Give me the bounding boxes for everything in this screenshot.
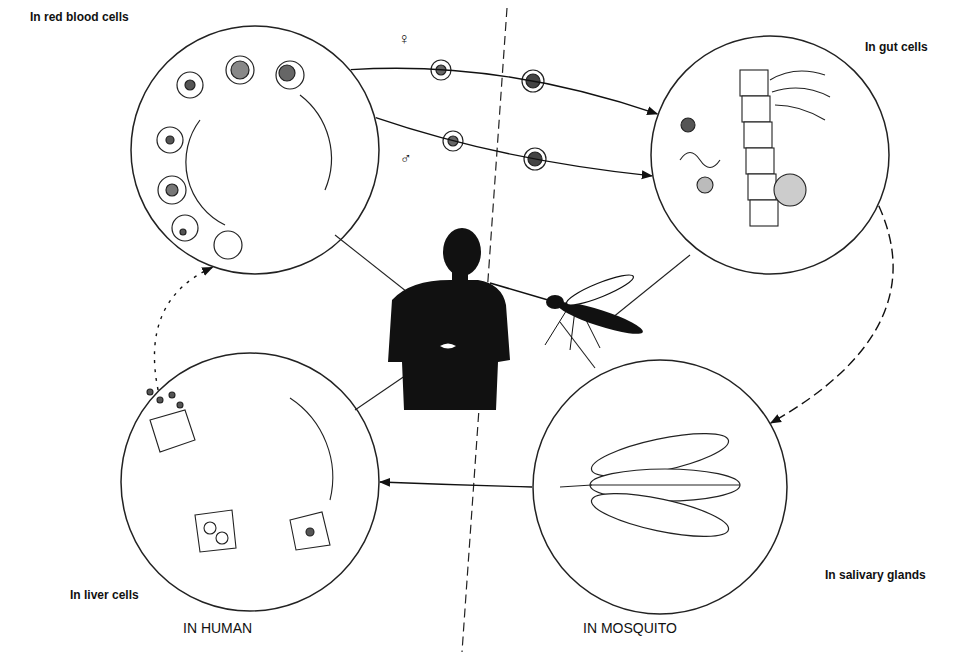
blood-cell-stages	[157, 56, 331, 259]
stage-circle: In gut cells	[650, 35, 890, 275]
stage-circle: In salivary glands	[532, 359, 788, 615]
cycle-arrow	[351, 68, 657, 114]
host-label: IN MOSQUITO	[583, 620, 677, 636]
gametocytes	[431, 60, 546, 170]
liver-cells	[147, 389, 333, 552]
gut-wall	[680, 70, 830, 226]
circle-outline	[120, 352, 380, 612]
host-label: IN HUMAN	[183, 620, 252, 636]
stage-circle: In red blood cells	[130, 25, 380, 275]
leader-lines	[335, 235, 690, 410]
stage-circle: In liver cells	[120, 352, 380, 612]
salivary-gland	[560, 425, 740, 545]
cycle-arrow	[380, 482, 532, 487]
circle-border	[121, 353, 379, 611]
circle-outline	[532, 359, 788, 615]
sex-symbol: ♀	[398, 30, 410, 48]
circle-border	[533, 360, 787, 614]
stage-label: In salivary glands	[825, 568, 926, 582]
circle-outline	[130, 25, 380, 275]
mosquito-figure	[490, 270, 645, 350]
stage-label: In liver cells	[70, 588, 139, 602]
circle-border	[651, 36, 889, 274]
stage-label: In red blood cells	[30, 10, 129, 24]
cycle-arrow	[376, 118, 652, 176]
human-silhouette	[388, 228, 510, 410]
circle-outline	[650, 35, 890, 275]
stage-label: In gut cells	[865, 40, 928, 54]
cycle-arrow	[771, 206, 893, 423]
circle-border	[131, 26, 379, 274]
sex-symbol: ♂	[400, 150, 412, 168]
